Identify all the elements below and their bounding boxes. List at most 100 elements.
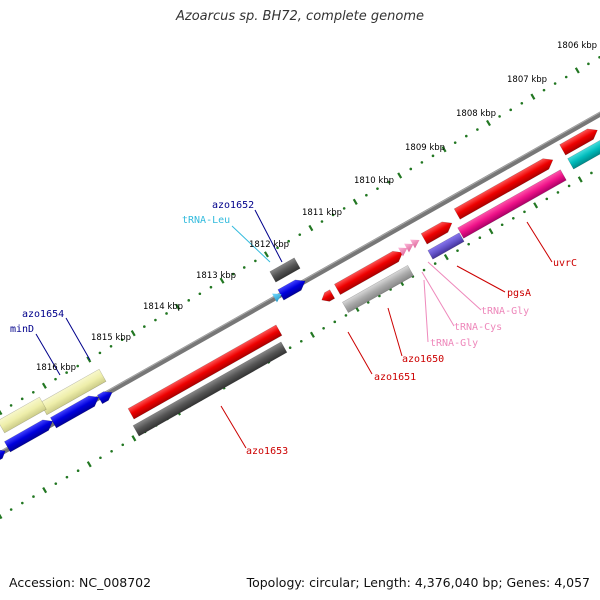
scale-dot <box>590 171 593 175</box>
gene-features <box>0 128 600 462</box>
scale-dot <box>254 259 257 263</box>
scale-dot <box>478 236 482 239</box>
scale-dot <box>288 346 292 350</box>
scale-dot <box>520 101 524 105</box>
red-feature-edge <box>559 128 598 156</box>
scale-dot <box>476 128 479 131</box>
tRNA-Cys-feature <box>404 243 414 253</box>
cyan-feature <box>567 138 600 170</box>
scale-dot <box>198 292 202 296</box>
genes-label: Genes: <box>506 575 551 590</box>
scale-dot <box>187 299 191 302</box>
gene-label[interactable]: tRNA-Gly <box>481 306 529 317</box>
uvrC-cds <box>453 158 554 220</box>
tick-label: 1813 kbp <box>196 271 236 281</box>
tRNA-Leu-feature <box>272 293 282 303</box>
scale-dot <box>422 268 426 272</box>
scale-dot <box>322 327 325 330</box>
gene-label[interactable]: azo1652 <box>212 200 254 211</box>
scale-tick <box>441 146 447 153</box>
scale-dot <box>299 339 303 343</box>
gene-label[interactable]: tRNA-Leu <box>182 215 230 226</box>
scale-tick <box>263 251 269 258</box>
azo1653-cds <box>127 324 283 420</box>
small-red-feature <box>321 289 336 302</box>
scale-tick <box>397 172 403 179</box>
length-value: 4,376,040 bp <box>414 575 499 590</box>
genome-summary: Topology: circular; Length: 4,376,040 bp… <box>246 575 590 590</box>
scale-dot <box>9 404 13 407</box>
scale-tick <box>86 461 92 468</box>
tRNA-Gly-feature-2 <box>410 239 420 249</box>
blue-feature-a <box>277 279 306 301</box>
leader-line <box>231 225 271 263</box>
gene-label[interactable]: azo1650 <box>402 354 444 365</box>
scale-dot <box>76 364 80 368</box>
scale-tick <box>0 409 3 416</box>
scale-dot <box>342 207 346 210</box>
scale-dot <box>110 449 113 453</box>
blue-feature-c <box>4 419 53 453</box>
scale-dot <box>32 390 35 394</box>
scale-dot <box>523 210 526 214</box>
scale-dot <box>98 351 102 355</box>
scale-tick <box>175 303 181 311</box>
leader-line <box>421 271 455 327</box>
scale-tick <box>309 331 315 338</box>
scale-dot <box>20 397 24 401</box>
diagram-title: Azoarcus sp. BH72, complete genome <box>175 9 425 24</box>
scale-dot <box>109 345 113 348</box>
gene-label[interactable]: azo1654 <box>22 309 64 320</box>
leader-line <box>423 279 429 343</box>
gene-label[interactable]: azo1653 <box>246 446 288 457</box>
scale-dot <box>567 184 571 188</box>
scale-dot <box>420 161 424 164</box>
gene-label[interactable]: tRNA-Gly <box>430 338 478 349</box>
magenta-feature <box>457 169 567 239</box>
scale-dot <box>209 285 213 289</box>
minD-feature <box>39 368 107 416</box>
azo1652-feature <box>269 257 301 283</box>
gene-label[interactable]: tRNA-Cys <box>454 322 502 333</box>
scale-tick <box>533 202 539 209</box>
scale-dot <box>587 62 590 66</box>
gene-label[interactable]: uvrC <box>553 258 577 269</box>
scale-dot <box>21 501 24 505</box>
topology-value: circular <box>309 575 356 590</box>
scale-dot <box>165 312 168 315</box>
gene-labels: azo1652 tRNA-Leu azo1654 minD uvrC pgsA tRNA-G… <box>10 200 577 457</box>
gene-label[interactable]: azo1651 <box>374 372 416 383</box>
scale-dot <box>509 108 513 112</box>
leader-line <box>35 333 61 376</box>
gene-label[interactable]: pgsA <box>507 288 531 299</box>
scale-tick <box>41 382 47 389</box>
red-feature-a <box>420 221 453 245</box>
scale-dot <box>120 338 124 342</box>
scale-dot <box>542 88 546 92</box>
scale-tick <box>219 277 225 284</box>
scale-dot <box>143 325 146 328</box>
scale-tick <box>131 435 137 442</box>
scale-dot <box>333 320 337 324</box>
accession-value: NC_008702 <box>79 575 152 590</box>
scale-dot <box>456 249 459 252</box>
tick-label: 1811 kbp <box>302 208 342 218</box>
blue-feature-d <box>0 449 6 462</box>
yellow-feature-b <box>0 396 47 434</box>
gene-label[interactable]: minD <box>10 324 34 335</box>
scale-dot <box>498 115 501 118</box>
scale-tick <box>0 513 3 520</box>
scale-dot <box>9 508 13 511</box>
scale-dot <box>121 443 125 447</box>
azo1654-feature <box>50 395 99 429</box>
scale-dot <box>453 141 457 144</box>
length-label: Length: <box>363 575 411 590</box>
scale-dot <box>409 167 413 171</box>
tRNA-Gly-feature-1 <box>398 247 408 257</box>
scale-dot <box>32 495 35 498</box>
tick-label: 1814 kbp <box>143 302 183 312</box>
scale-dot <box>298 233 302 236</box>
scale-dot <box>331 213 335 217</box>
